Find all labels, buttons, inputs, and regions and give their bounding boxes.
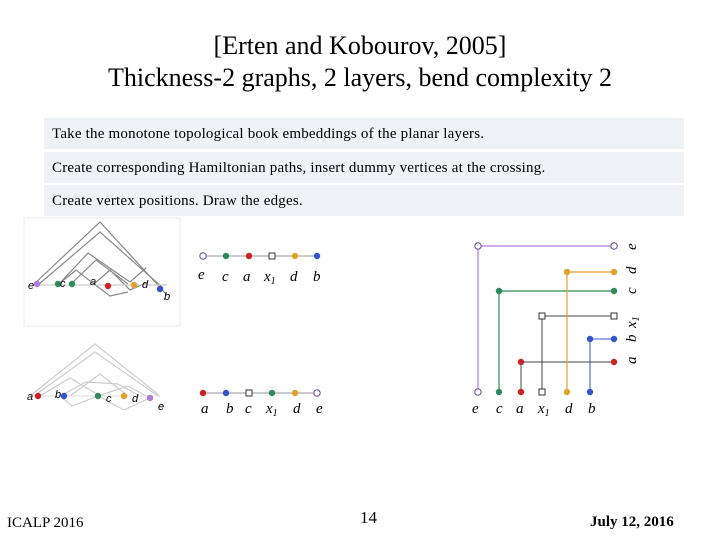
grid-inner-d [563,268,571,276]
grid-bottom-b [586,388,594,396]
path2-vertex-d [291,389,299,397]
path1-label-d: d [290,269,298,285]
grid-inner-a [517,358,525,366]
path2-label-a: a [201,401,209,417]
top-book-embedding: e c a d b [23,217,181,327]
path2-label-b: b [226,401,234,417]
edge-x1 [541,315,614,392]
top-label-e: e [28,280,34,292]
grid-x-label-c: c [496,401,503,417]
bottom-label-a: a [27,391,33,403]
path1-vertex-a [245,252,253,260]
bottom-vertex-c [94,392,102,400]
grid-y-label-c: c [624,287,640,294]
hamiltonian-path-1: e c a x1 d b [198,252,321,287]
bottom-book-embedding: a b c d e [27,343,164,413]
top-embedding-frame [23,217,181,327]
path1-vertex-e [199,252,207,260]
grid-x-label-a: a [516,401,524,417]
grid-right-a [610,358,618,366]
bullet-1: Take the monotone topological book embed… [44,118,684,149]
bottom-label-e: e [158,401,164,413]
grid-inner-c [495,287,503,295]
grid-y-label-b: b [624,334,640,342]
grid-y-label-a: a [624,357,640,365]
grid-x-label-x1: x1 [537,401,550,419]
path2-label-x1: x1 [265,401,278,419]
path1-label-e: e [198,267,205,283]
path1-label-c: c [222,269,229,285]
page-number: 14 [360,508,377,527]
grid-inner-b [586,335,594,343]
top-vertex-b [156,285,164,293]
bullet-2: Create corresponding Hamiltonian paths, … [44,152,684,183]
top-label-d: d [142,279,149,291]
grid-bottom-x1 [538,388,546,396]
top-label-c: c [60,278,66,290]
grid-x-label-e: e [472,401,479,417]
bottom-label-c: c [106,393,112,405]
bullet-3-band [364,185,684,216]
grid-inner-x1 [538,312,546,320]
grid-drawing: e c a x1 d b a b x1 c d e [472,242,642,419]
path2-vertex-b [222,389,230,397]
path1-label-b: b [313,269,321,285]
grid-x-label-d: d [565,401,573,417]
grid-bottom-e [474,388,482,396]
top-vertex-a [104,282,112,290]
path2-vertex-e [313,389,321,397]
date-label: July 12, 2016 [590,514,674,530]
grid-bottom-c [495,388,503,396]
path2-vertex-x1 [245,389,253,397]
grid-bottom-d [563,388,571,396]
venue-label: ICALP 2016 [7,515,84,531]
grid-x-label-b: b [588,401,596,417]
top-vertex-c [54,280,62,288]
bottom-vertex-a [34,392,42,400]
edge-c [498,290,614,392]
slide-title-line2: Thickness-2 graphs, 2 layers, bend compl… [108,63,612,92]
path2-label-c: c [245,401,252,417]
bottom-label-d: d [132,393,139,405]
grid-right-c [610,287,618,295]
top-label-a: a [90,276,96,288]
bottom-vertex-d [120,392,128,400]
bottom-vertex-b [60,392,68,400]
hamiltonian-path-2: a b c x1 d e [199,389,323,419]
bottom-embedding-edges [29,343,161,411]
bullet-3: Create vertex positions. Draw the edges. [44,185,364,216]
grid-right-x1 [610,312,618,320]
top-vertex-c2 [68,280,76,288]
path1-label-a: a [243,269,251,285]
path1-label-x1: x1 [263,269,276,287]
edge-b [589,338,614,392]
path1-vertex-c [222,252,230,260]
grid-inner-e [474,242,482,250]
path2-vertex-a [199,389,207,397]
top-vertex-e [33,280,41,288]
grid-y-label-e: e [624,243,640,250]
grid-right-e [610,242,618,250]
grid-bottom-a [517,388,525,396]
path1-vertex-d [291,252,299,260]
path2-vertex-c [268,389,276,397]
top-vertex-d [130,281,138,289]
grid-right-d [610,268,618,276]
path2-label-d: d [293,401,301,417]
slide-title-line1: [Erten and Kobourov, 2005] [213,31,507,60]
path1-vertex-x1 [268,252,276,260]
path2-label-e: e [316,401,323,417]
grid-y-label-d: d [624,266,640,274]
bottom-label-b: b [55,389,61,401]
grid-y-label-x1: x1 [624,316,642,329]
bottom-vertex-e [146,394,154,402]
grid-right-b [610,335,618,343]
path1-vertex-b [313,252,321,260]
top-label-b: b [164,291,170,303]
